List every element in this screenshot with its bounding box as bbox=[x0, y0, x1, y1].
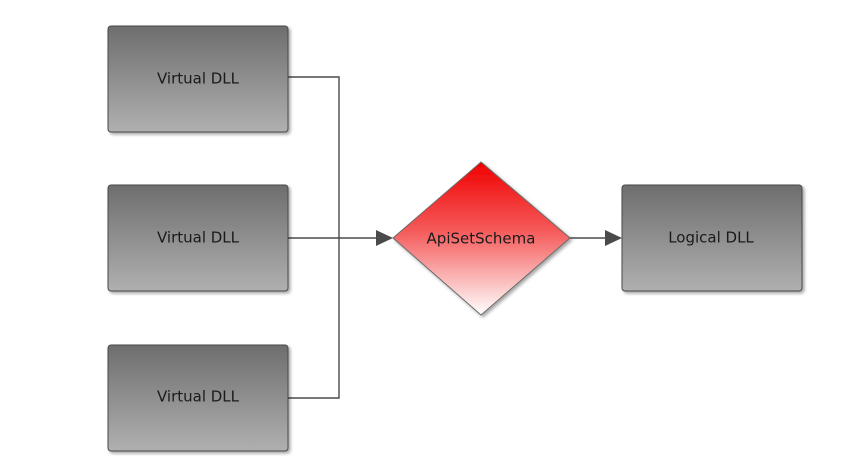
arrowhead-to-schema bbox=[376, 230, 393, 246]
node-virtual-dll-3: Virtual DLL bbox=[107, 344, 289, 452]
node-virtual-dll-2: Virtual DLL bbox=[107, 184, 289, 292]
node-virtual-dll-3-label: Virtual DLL bbox=[157, 388, 240, 406]
node-api-set-schema: ApiSetSchema bbox=[392, 161, 571, 316]
node-virtual-dll-1: Virtual DLL bbox=[107, 25, 289, 133]
node-logical-dll: Logical DLL bbox=[621, 184, 803, 292]
connector-virtual-dll-1 bbox=[288, 76, 340, 238]
connector-virtual-dll-3 bbox=[288, 238, 340, 399]
node-logical-dll-label: Logical DLL bbox=[668, 229, 754, 247]
arrowhead-to-logical bbox=[605, 230, 622, 246]
node-virtual-dll-2-label: Virtual DLL bbox=[157, 229, 240, 247]
node-virtual-dll-1-label: Virtual DLL bbox=[157, 70, 240, 88]
connectors bbox=[288, 76, 608, 399]
node-api-set-schema-label: ApiSetSchema bbox=[427, 230, 536, 248]
